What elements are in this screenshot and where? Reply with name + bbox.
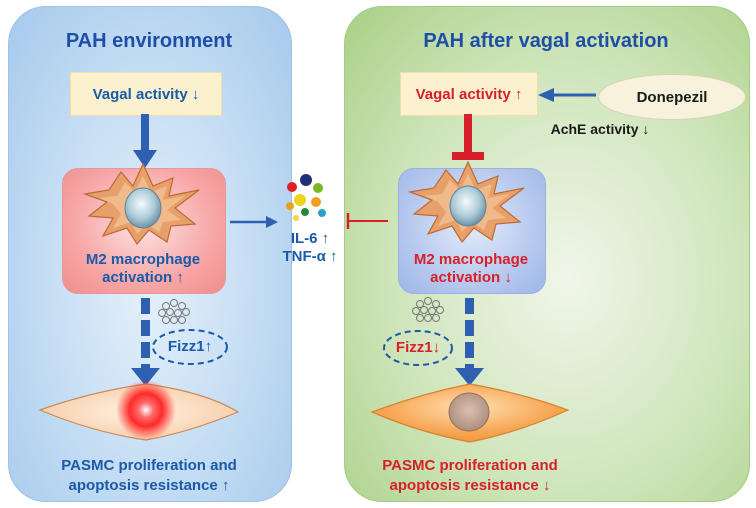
left-arrow-vagal-to-macrophage: [133, 114, 157, 168]
donepezil-ellipse: Donepezil: [598, 74, 746, 120]
cytokine-dots: [286, 174, 326, 221]
right-vagal-activity-label: Vagal activity ↑: [415, 85, 523, 103]
right-dashed-arrow-to-pasmc: [455, 298, 484, 386]
il6-label: IL-6 ↑: [290, 230, 330, 247]
right-pasmc-cell: [370, 383, 570, 443]
left-fizz-label: Fizz1↑: [167, 338, 213, 355]
right-pasmc-line1: PASMC proliferation and: [382, 457, 558, 474]
right-fizz-label: Fizz1↓: [395, 339, 441, 356]
left-macrophage-cell: [82, 162, 200, 246]
left-pasmc-label: PASMC proliferation and apoptosis resist…: [8, 456, 290, 496]
right-fizz-ellipse: [383, 330, 453, 366]
left-pasmc-line1: PASMC proliferation and: [61, 457, 237, 474]
cytokine-labels: IL-6 ↑ TNF-α ↑: [262, 230, 358, 266]
right-panel-title: PAH after vagal activation: [423, 30, 669, 52]
left-vagal-activity-label: Vagal activity ↓: [92, 85, 200, 103]
right-macrophage-line2: activation ↓: [430, 269, 512, 286]
right-macrophage-line1: M2 macrophage: [413, 251, 529, 268]
tnf-label: TNF-α ↑: [282, 248, 338, 265]
inhibit-vagal-to-right-macrophage: [452, 114, 484, 160]
left-fizz-ellipse: [152, 329, 228, 365]
right-macrophage-cell: [407, 160, 525, 244]
inhibit-cytokines-to-right-macrophage: [346, 213, 388, 229]
left-pasmc-line2: apoptosis resistance ↑: [68, 477, 230, 494]
left-pasmc-cell: [38, 380, 240, 441]
left-dashed-arrow-to-pasmc: [131, 298, 160, 386]
ache-activity-label: AchE activity ↓: [550, 121, 650, 137]
left-panel-title: PAH environment: [65, 30, 233, 52]
right-pasmc-label: PASMC proliferation and apoptosis resist…: [360, 456, 580, 496]
donepezil-label: Donepezil: [636, 88, 708, 106]
left-macrophage-label: M2 macrophage activation ↑: [62, 251, 224, 287]
left-vagal-activity-box: Vagal activity ↓: [70, 72, 222, 116]
right-pasmc-line2: apoptosis resistance ↓: [389, 477, 551, 494]
arrow-macrophage-to-cytokines: [230, 216, 278, 228]
left-macrophage-line1: M2 macrophage: [85, 251, 201, 268]
right-fizz-granules: [412, 297, 444, 322]
left-macrophage-line2: activation ↑: [102, 269, 184, 286]
arrow-donepezil-to-vagal: [538, 88, 596, 102]
right-macrophage-label: M2 macrophage activation ↓: [398, 251, 544, 287]
left-fizz-granules: [158, 299, 190, 324]
